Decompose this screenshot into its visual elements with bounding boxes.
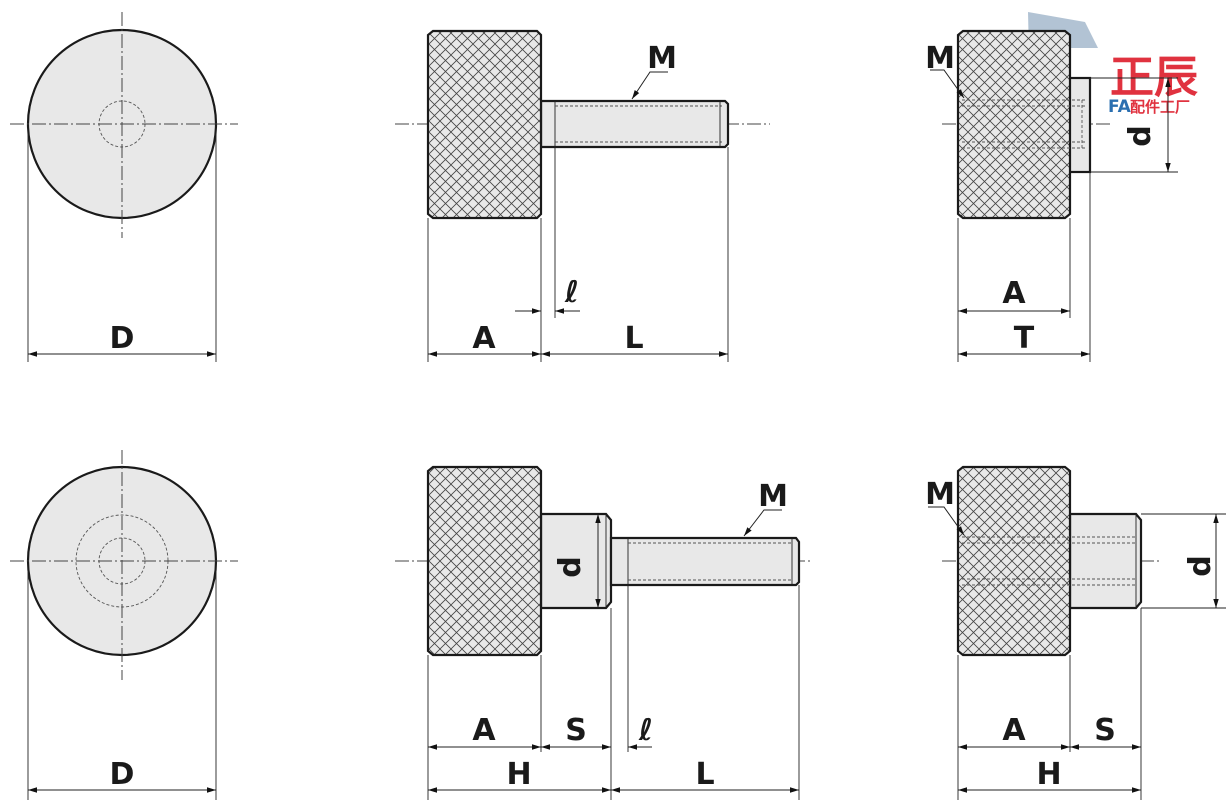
label-M-bottom-right: M — [925, 477, 955, 512]
knurled-head — [426, 29, 543, 220]
label-M-bottom: M — [758, 479, 788, 514]
label-A-bottom-right: A — [1002, 713, 1026, 748]
logo-fa-text: FA — [1108, 97, 1132, 117]
threaded-stud — [539, 99, 730, 149]
label-L-bottom: L — [695, 757, 714, 792]
label-d-top: d — [1123, 125, 1158, 146]
logo-main-text: 正辰 — [1110, 52, 1198, 103]
bottom-front-view: D — [10, 450, 238, 800]
shoulder — [1068, 512, 1143, 610]
label-L-top: L — [624, 321, 643, 356]
label-H-bottom-right: H — [1036, 757, 1061, 792]
boss — [1066, 76, 1092, 174]
label-D-top: D — [110, 321, 135, 356]
label-S-bottom: S — [565, 713, 587, 748]
top-side-view-tapped: M d A T — [925, 29, 1178, 362]
label-D-bottom: D — [110, 757, 135, 792]
label-S-bottom-right: S — [1094, 713, 1116, 748]
label-d-bottom-right: d — [1183, 555, 1218, 576]
top-front-view: D — [10, 12, 238, 362]
label-A-top-right: A — [1002, 276, 1026, 311]
knurled-head — [956, 465, 1072, 657]
label-H-bottom: H — [506, 757, 531, 792]
bottom-side-view-tapped: M d A S H — [925, 465, 1226, 800]
bottom-side-view-stud: M d A S ℓ H L — [395, 465, 810, 800]
label-A-bottom: A — [472, 713, 496, 748]
label-ell-top: ℓ — [564, 275, 579, 310]
label-T: T — [1014, 321, 1035, 356]
label-A-top: A — [472, 321, 496, 356]
knurled-head — [426, 465, 543, 657]
label-ell-bottom: ℓ — [638, 713, 653, 748]
logo-sub-text: 配件工厂 — [1130, 98, 1190, 116]
top-side-view-stud: M ℓ A L — [395, 29, 770, 362]
label-M-top: M — [647, 41, 677, 76]
threaded-stud — [609, 536, 801, 587]
label-d-bottom-mid: d — [553, 556, 588, 577]
knurled-head — [956, 29, 1072, 220]
label-M-top-right: M — [925, 41, 955, 76]
